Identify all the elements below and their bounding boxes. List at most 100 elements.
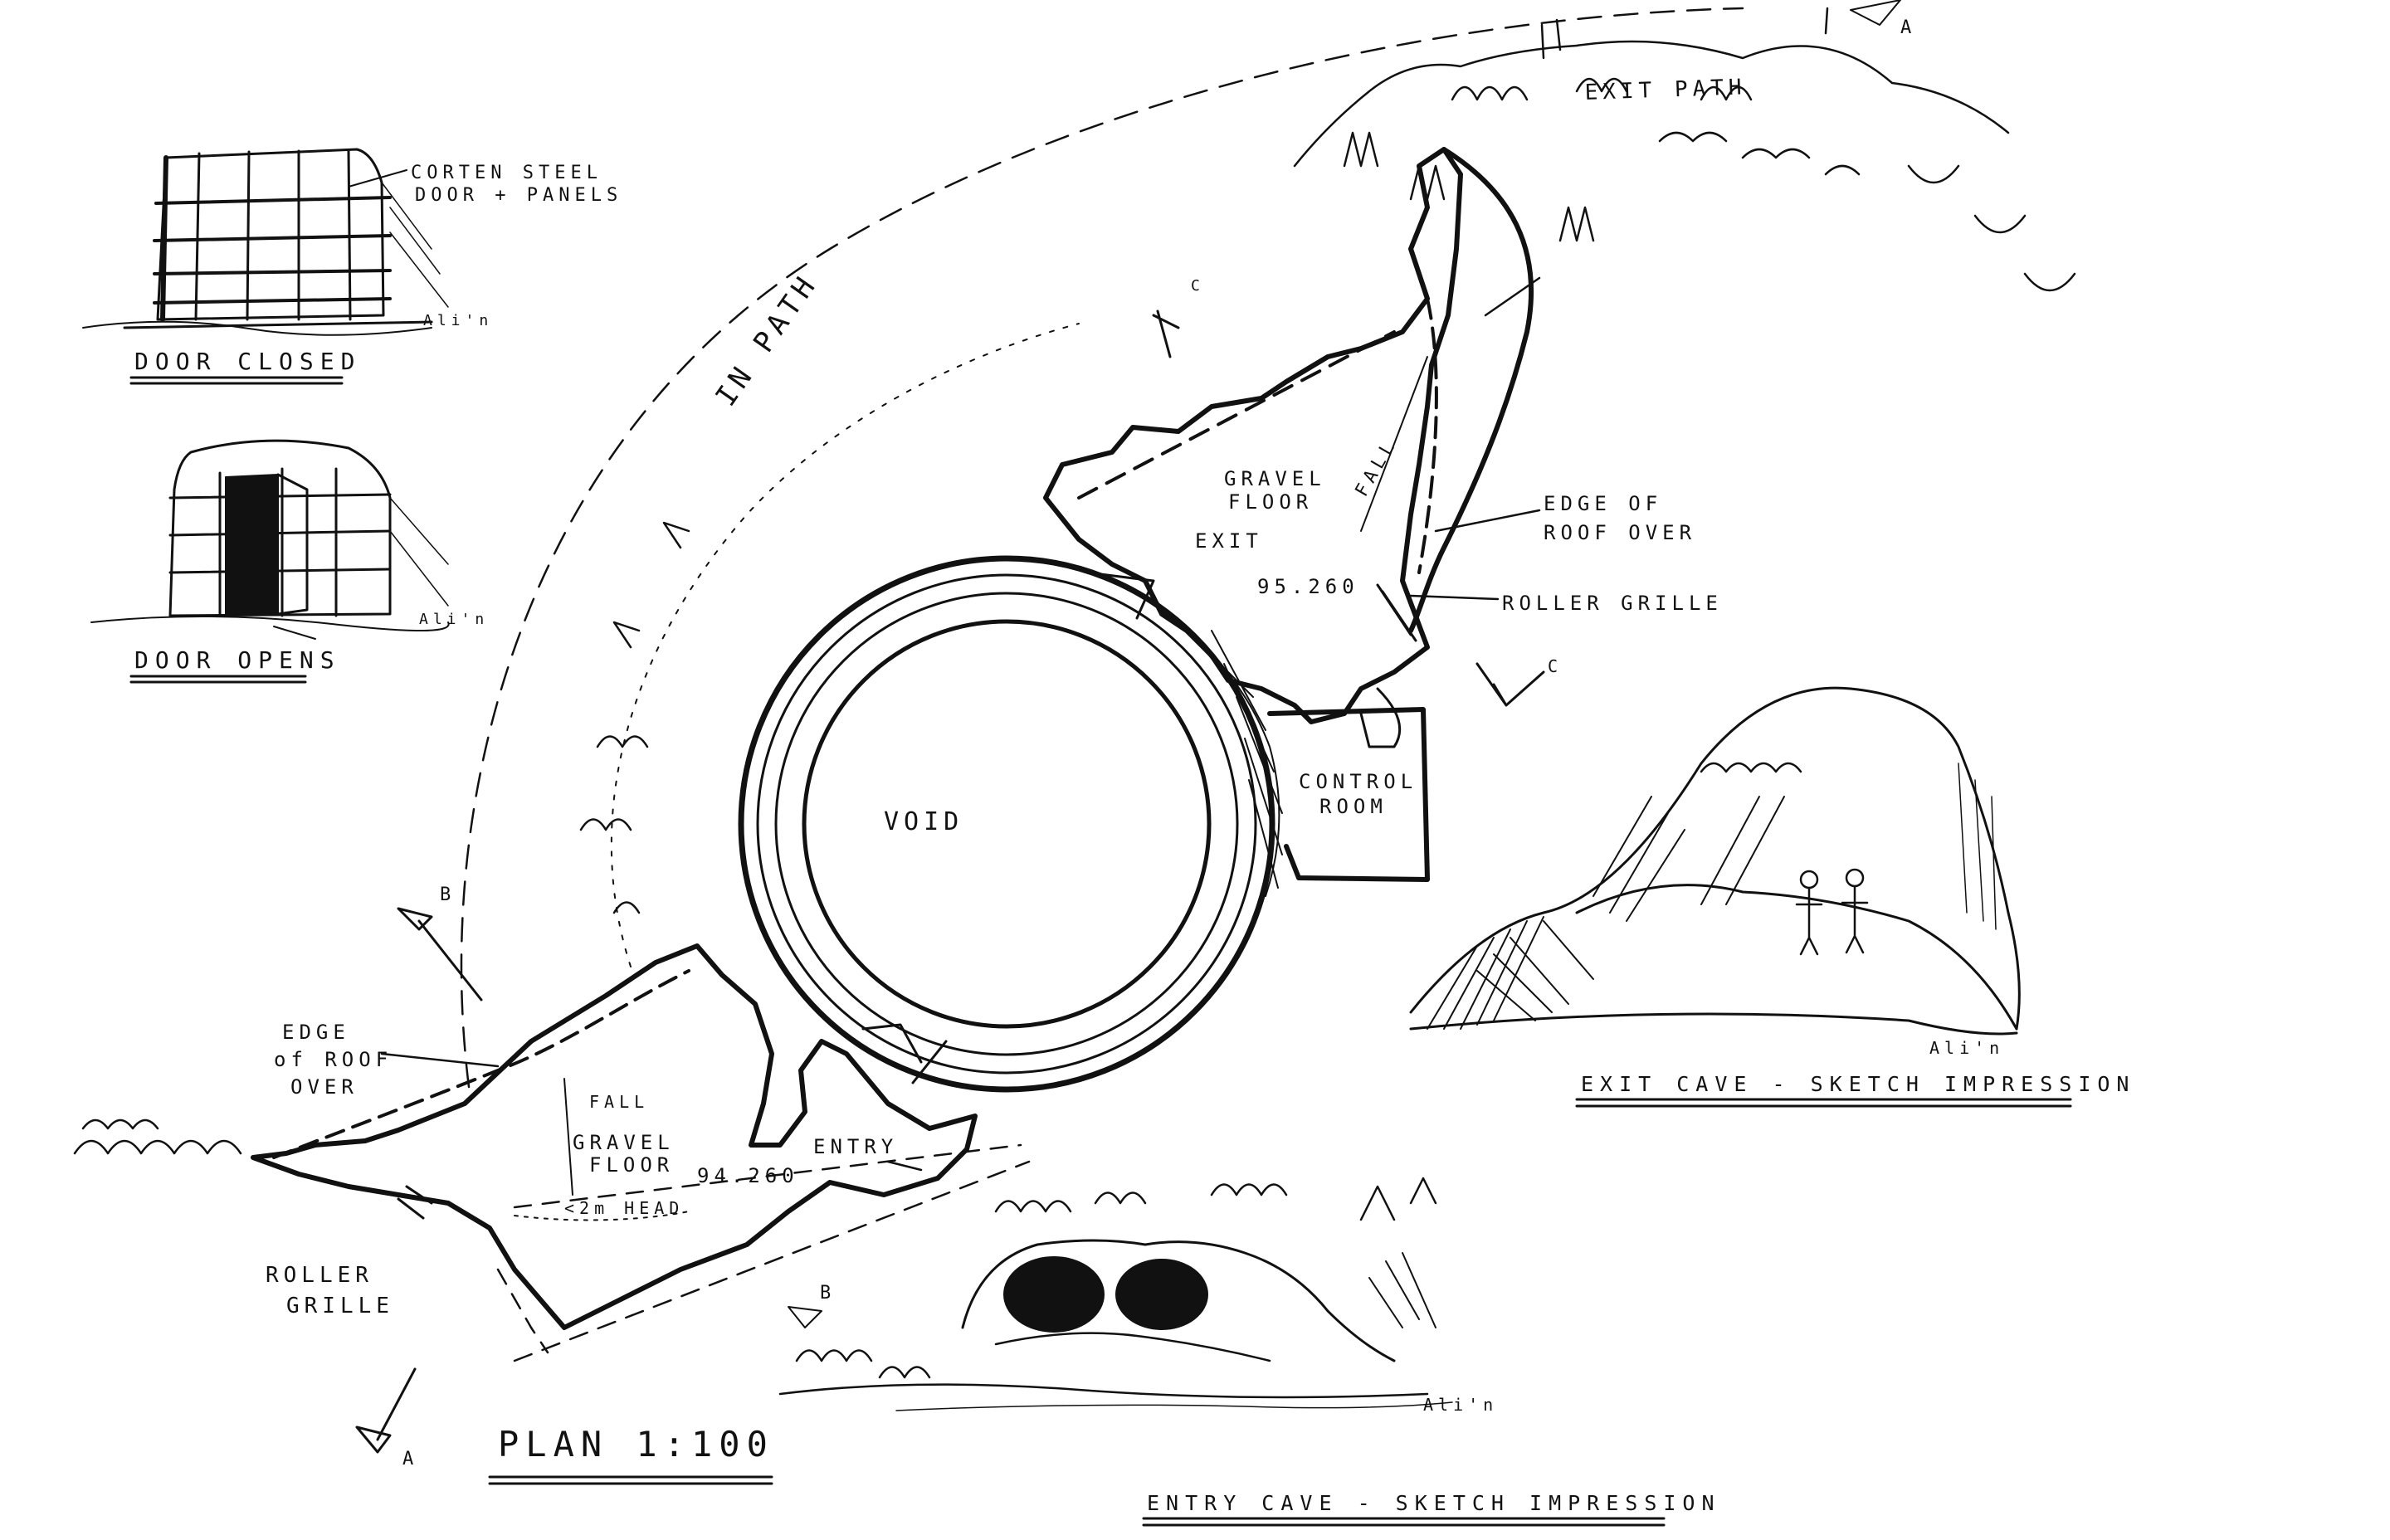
void-edge <box>802 619 1212 1029</box>
exit-cave-signature: Ali'n <box>1929 1038 2004 1058</box>
door-closed-signature: Ali'n <box>423 312 493 329</box>
section-a-bottom: A <box>355 1367 418 1469</box>
exit-dashed-line <box>1077 330 1396 500</box>
section-c-top: C <box>1152 277 1205 358</box>
edge-roof-left-line-3: OVER <box>290 1075 358 1099</box>
flag-b-left-icon <box>397 907 483 1001</box>
section-c-right: C <box>1475 656 1563 707</box>
section-markers: A C C B B A <box>355 0 1916 1469</box>
door-opens-sketch: Ali'n DOOR OPENS <box>90 439 489 684</box>
flag-a-bottom-icon <box>355 1367 417 1454</box>
entry-cave-underline <box>1142 1517 1666 1527</box>
fall-entry-label: FALL <box>589 1092 649 1112</box>
gravel-floor-exit-line-2: FLOOR <box>1228 490 1313 514</box>
gravel-floor-exit-line-1: GRAVEL <box>1224 467 1326 490</box>
section-b-left-label: B <box>440 885 456 905</box>
exit-cave-underline <box>1575 1098 2072 1108</box>
entry-arrow <box>886 1160 923 1172</box>
section-b-bottom: B <box>788 1283 836 1328</box>
entry-cave-drawing <box>778 1177 1453 1411</box>
edge-roof-right-arrow <box>1434 509 1541 533</box>
flag-c-right-icon <box>1475 662 1545 707</box>
edge-roof-right-line-1: EDGE OF <box>1544 492 1662 515</box>
door-closed-label: DOOR CLOSED <box>134 348 361 375</box>
roller-grille-left-line-1: ROLLER <box>266 1263 373 1288</box>
entry-cave-label: ENTRY CAVE - SKETCH IMPRESSION <box>1147 1491 1721 1515</box>
control-room-outline <box>1267 707 1430 882</box>
entry-label: ENTRY <box>813 1135 898 1158</box>
entry-ramp-mark <box>861 1023 948 1084</box>
roller-grille-left-mark <box>397 1185 433 1220</box>
corten-note-line-1: CORTEN STEEL <box>411 163 602 183</box>
exit-label: EXIT <box>1195 529 1263 553</box>
middle-ring <box>774 592 1239 1056</box>
exit-path-edge <box>1408 147 1534 633</box>
door-opens-signature: Ali'n <box>419 611 489 628</box>
plan-title: PLAN 1:100 <box>498 1424 774 1464</box>
plan-title-underline <box>488 1475 773 1485</box>
exit-wedge: EXIT PATH GRAVEL FLOOR FALL EXIT 95.260 … <box>1043 75 1747 724</box>
corten-leader <box>348 169 407 188</box>
roller-grille-right-mark <box>1376 583 1417 642</box>
flag-a-top-icon <box>1850 0 1901 26</box>
in-path-area: IN PATH <box>460 7 1744 1089</box>
entry-cave-signature: Ali'n <box>1423 1395 1498 1415</box>
exit-cave-sketch: Ali'n EXIT CAVE - SKETCH IMPRESSION <box>1409 686 2136 1108</box>
roller-grille-left-line-2: GRILLE <box>286 1294 394 1318</box>
section-b-left: B <box>397 885 483 1001</box>
fall-entry-arrow <box>563 1078 573 1196</box>
door-opens-drawing <box>90 439 450 640</box>
head-height-label: <2m HEAD <box>564 1198 684 1218</box>
outer-ring <box>738 555 1275 1093</box>
outer-ring-inner <box>756 573 1257 1075</box>
entry-cave-sketch: Ali'n ENTRY CAVE - SKETCH IMPRESSION <box>778 1177 1721 1527</box>
section-a-top: A <box>1850 0 1916 38</box>
exit-wedge-outline <box>1043 147 1463 724</box>
plan-title-block: PLAN 1:100 <box>488 1424 774 1485</box>
edge-roof-left-arrow <box>380 1052 500 1068</box>
section-b-bottom-label: B <box>820 1283 836 1304</box>
hatch-lines <box>1198 630 1283 889</box>
entry-roof-edge-dashed <box>272 969 690 1159</box>
section-a-bottom-label: A <box>402 1449 418 1469</box>
entry-dashed-line <box>496 1143 1022 1354</box>
door-closed-sketch: CORTEN STEEL DOOR + PANELS Ali'n DOOR CL… <box>82 148 622 385</box>
gravel-floor-entry-line-1: GRAVEL <box>573 1131 675 1154</box>
in-path-vegetation-edge <box>610 323 1080 967</box>
fall-exit-arrow <box>1360 356 1428 532</box>
level-exit-label: 95.260 <box>1257 575 1359 598</box>
door-opens-label: DOOR OPENS <box>134 646 341 674</box>
corten-note-line-2: DOOR + PANELS <box>415 185 622 206</box>
door-opens-underline <box>129 675 307 684</box>
exit-cave-label: EXIT CAVE - SKETCH IMPRESSION <box>1581 1072 2136 1096</box>
entry-wedge: GRAVEL FLOOR FALL 94.260 ENTRY <2m HEAD … <box>251 943 1031 1362</box>
door-closed-drawing <box>82 148 449 336</box>
control-room-door <box>1359 687 1402 748</box>
exit-ramp-mark <box>1085 571 1155 620</box>
top-vegetation <box>1293 7 2076 292</box>
left-ground-vegetation <box>73 521 690 1155</box>
section-c-top-label: C <box>1191 277 1205 295</box>
control-room-line-2: ROOM <box>1319 795 1388 818</box>
void-label: VOID <box>884 807 963 836</box>
gravel-floor-entry-line-2: FLOOR <box>589 1153 674 1177</box>
roller-grille-right-arrow <box>1409 594 1500 601</box>
edge-roof-left-line-2: of ROOF <box>274 1048 393 1071</box>
in-path-label: IN PATH <box>710 267 825 412</box>
edge-roof-right-leader <box>1484 276 1541 317</box>
section-a-top-label: A <box>1900 17 1916 38</box>
flag-b-bottom-icon <box>788 1306 822 1328</box>
exit-roof-edge-dashed <box>1417 297 1438 574</box>
roller-grille-right-label: ROLLER GRILLE <box>1502 592 1723 615</box>
entry-wedge-outline <box>251 943 978 1330</box>
exit-path-label: EXIT PATH <box>1584 75 1747 105</box>
exit-cave-drawing <box>1409 686 2021 1036</box>
in-path-dashed-edge <box>460 7 1744 1089</box>
level-entry-label: 94.260 <box>697 1164 799 1187</box>
edge-roof-right-line-2: ROOF OVER <box>1544 521 1696 544</box>
void-rings: VOID <box>738 555 1283 1093</box>
entry-outer-dashed <box>513 1160 1031 1362</box>
section-c-right-label: C <box>1548 656 1563 676</box>
control-room: CONTROL ROOM <box>1267 687 1430 882</box>
